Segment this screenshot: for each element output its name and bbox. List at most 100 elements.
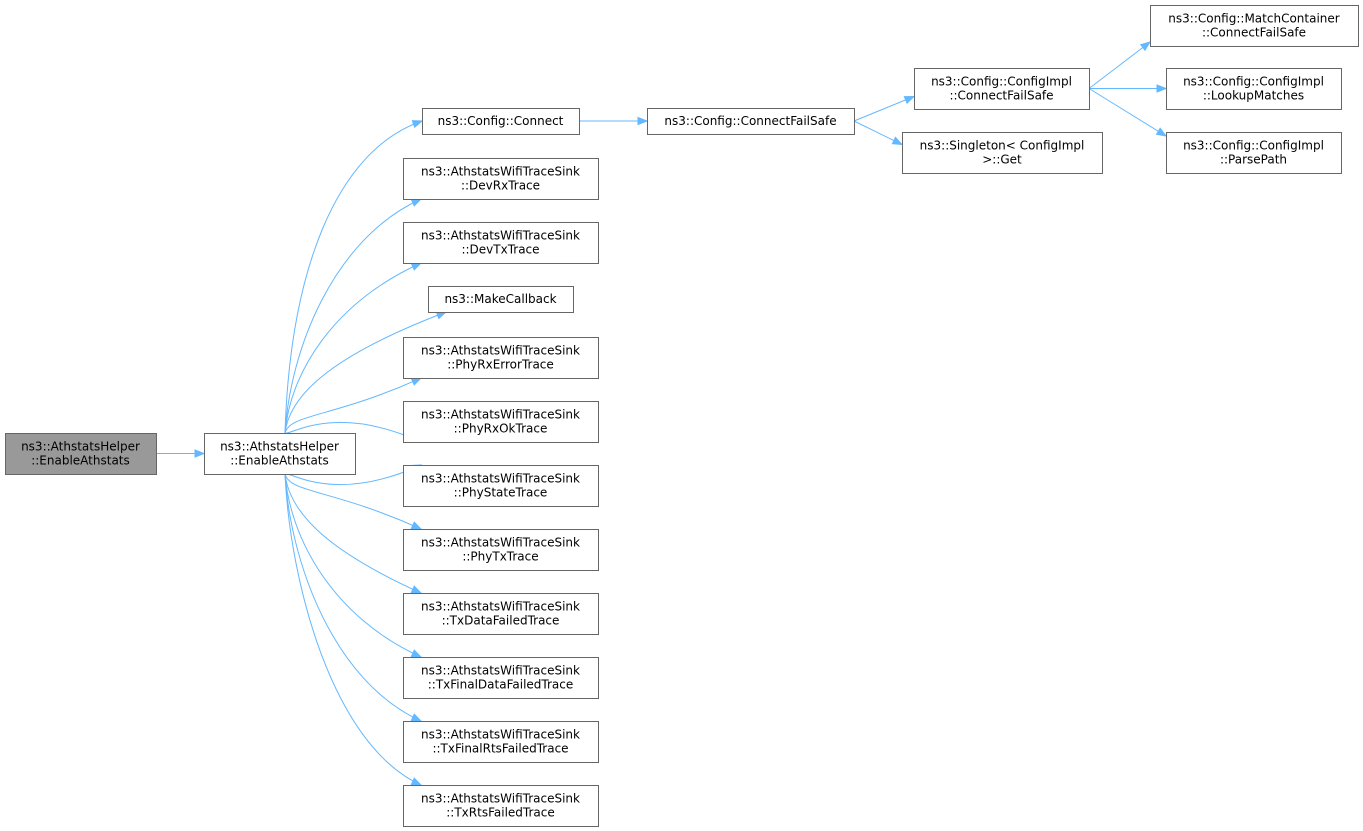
node-box — [5, 433, 157, 475]
node-enable[interactable]: ns3::AthstatsHelper::EnableAthstats — [204, 433, 356, 475]
node-label: ::TxDataFailedTrace — [442, 614, 560, 628]
node-singleton[interactable]: ns3::Singleton< ConfigImpl>::Get — [902, 132, 1103, 174]
edge-enable-txdatafail — [284, 473, 423, 594]
edge-enable-txfinaldata — [284, 473, 423, 658]
edge-arrowhead — [1155, 127, 1168, 137]
node-label: ns3::MakeCallback — [444, 292, 556, 306]
node-label: ::LookupMatches — [1203, 89, 1304, 103]
edge-enable-connect — [284, 120, 424, 434]
edge-arrowhead — [411, 120, 424, 129]
node-label: ns3::AthstatsWifiTraceSink — [421, 792, 580, 806]
edge-arrowhead — [410, 585, 423, 594]
edge-arrowhead — [410, 198, 423, 207]
edge-arrowhead — [1139, 41, 1152, 52]
node-txrtsfail[interactable]: ns3::AthstatsWifiTraceSink::TxRtsFailedT… — [403, 785, 599, 827]
node-box — [403, 785, 599, 827]
node-label: ::TxFinalDataFailedTrace — [428, 678, 573, 692]
node-makecb[interactable]: ns3::MakeCallback — [428, 286, 574, 313]
node-box — [403, 721, 599, 763]
node-phytx[interactable]: ns3::AthstatsWifiTraceSink::PhyTxTrace — [403, 529, 599, 571]
node-label: ::DevRxTrace — [461, 179, 540, 193]
edge-arrowhead — [194, 449, 206, 458]
node-box — [647, 108, 855, 135]
edge-root-enable — [156, 449, 206, 458]
edge-line — [1088, 88, 1167, 137]
edge-enable-phytx — [284, 473, 423, 530]
node-label: ::ConnectFailSafe — [949, 89, 1053, 103]
node-label: ::EnableAthstats — [31, 454, 130, 468]
node-label: ::PhyTxTrace — [462, 550, 538, 564]
node-label: ::PhyRxOkTrace — [454, 422, 548, 436]
node-box — [403, 337, 599, 379]
node-phyrxok[interactable]: ns3::AthstatsWifiTraceSink::PhyRxOkTrace — [403, 401, 599, 443]
edge-enable-devtx — [284, 262, 423, 434]
edge-line — [284, 473, 422, 658]
node-label: ::PhyRxErrorTrace — [447, 358, 554, 372]
node-box — [204, 433, 356, 475]
edge-line — [284, 473, 422, 786]
node-box — [422, 108, 580, 135]
edge-arrowhead — [637, 116, 649, 126]
node-label: ns3::Config::ConfigImpl — [931, 75, 1072, 89]
node-label: ::EnableAthstats — [230, 454, 329, 468]
edge-line — [284, 120, 423, 434]
node-devtx[interactable]: ns3::AthstatsWifiTraceSink::DevTxTrace — [403, 222, 599, 264]
edge-line — [284, 262, 422, 434]
node-box — [1166, 132, 1342, 174]
edge-arrowhead — [891, 136, 904, 146]
node-lookup[interactable]: ns3::Config::ConfigImpl::LookupMatches — [1166, 68, 1342, 110]
node-label: ns3::Config::MatchContainer — [1168, 12, 1339, 26]
node-matchcfs[interactable]: ns3::Config::MatchContainer::ConnectFail… — [1150, 5, 1359, 47]
node-implcfs[interactable]: ns3::Config::ConfigImpl::ConnectFailSafe — [914, 68, 1090, 110]
edge-line — [853, 96, 915, 122]
node-parsepath[interactable]: ns3::Config::ConfigImpl::ParsePath — [1166, 132, 1342, 174]
edge-line — [284, 311, 447, 434]
node-label: ns3::AthstatsWifiTraceSink — [421, 728, 580, 742]
node-devrx[interactable]: ns3::AthstatsWifiTraceSink::DevRxTrace — [403, 158, 599, 200]
node-label: ns3::Singleton< ConfigImpl — [920, 139, 1085, 153]
edge-line — [284, 473, 422, 530]
node-label: ns3::AthstatsWifiTraceSink — [421, 664, 580, 678]
node-label: >::Get — [982, 153, 1022, 167]
node-label: ns3::AthstatsWifiTraceSink — [421, 408, 580, 422]
node-root[interactable]: ns3::AthstatsHelper::EnableAthstats — [5, 433, 157, 475]
node-label: ns3::Config::ConfigImpl — [1183, 75, 1324, 89]
node-label: ::ConnectFailSafe — [1202, 26, 1306, 40]
edge-line — [284, 473, 422, 722]
node-box — [403, 657, 599, 699]
node-txfinaldata[interactable]: ns3::AthstatsWifiTraceSink::TxFinalDataF… — [403, 657, 599, 699]
edge-implcfs-lookup — [1089, 84, 1168, 93]
node-cfs[interactable]: ns3::Config::ConnectFailSafe — [647, 108, 855, 135]
node-txfinalrts[interactable]: ns3::AthstatsWifiTraceSink::TxFinalRtsFa… — [403, 721, 599, 763]
edge-implcfs-parsepath — [1088, 88, 1168, 137]
node-txdatafail[interactable]: ns3::AthstatsWifiTraceSink::TxDataFailed… — [403, 593, 599, 635]
node-box — [403, 222, 599, 264]
node-label: ns3::AthstatsWifiTraceSink — [421, 600, 580, 614]
node-phystate[interactable]: ns3::AthstatsWifiTraceSink::PhyStateTrac… — [403, 465, 599, 507]
edge-arrowhead — [410, 262, 423, 271]
node-label: ns3::Config::Connect — [438, 114, 564, 128]
node-connect[interactable]: ns3::Config::Connect — [422, 108, 580, 135]
node-label: ns3::AthstatsHelper — [21, 440, 140, 454]
node-label: ::TxFinalRtsFailedTrace — [432, 742, 568, 756]
node-label: ::TxRtsFailedTrace — [446, 806, 554, 820]
edge-enable-devrx — [284, 198, 423, 434]
node-box — [403, 465, 599, 507]
edge-arrowhead — [410, 377, 423, 386]
node-box — [403, 529, 599, 571]
node-box — [403, 401, 599, 443]
node-label: ns3::AthstatsWifiTraceSink — [421, 536, 580, 550]
edge-enable-txrtsfail — [284, 473, 423, 786]
edge-line — [284, 421, 422, 443]
node-label: ::DevTxTrace — [461, 243, 539, 257]
edge-arrowhead — [410, 777, 423, 786]
node-box — [403, 593, 599, 635]
edge-arrowhead — [1156, 84, 1168, 93]
edge-arrowhead — [410, 649, 423, 658]
node-phyrxerr[interactable]: ns3::AthstatsWifiTraceSink::PhyRxErrorTr… — [403, 337, 599, 379]
node-label: ns3::Config::ConnectFailSafe — [664, 114, 836, 128]
node-box — [403, 158, 599, 200]
edge-enable-phyrxerr — [284, 377, 423, 434]
node-label: ns3::AthstatsWifiTraceSink — [421, 344, 580, 358]
